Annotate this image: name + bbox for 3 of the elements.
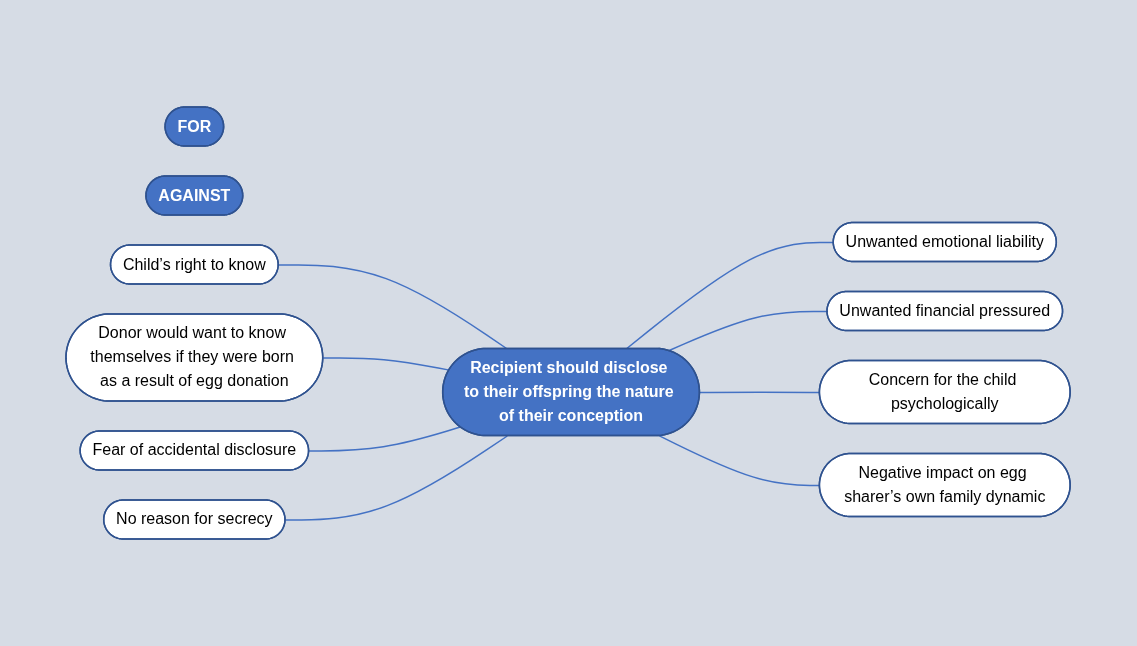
connector [308, 426, 462, 452]
connector [278, 264, 509, 350]
connector [285, 435, 509, 521]
